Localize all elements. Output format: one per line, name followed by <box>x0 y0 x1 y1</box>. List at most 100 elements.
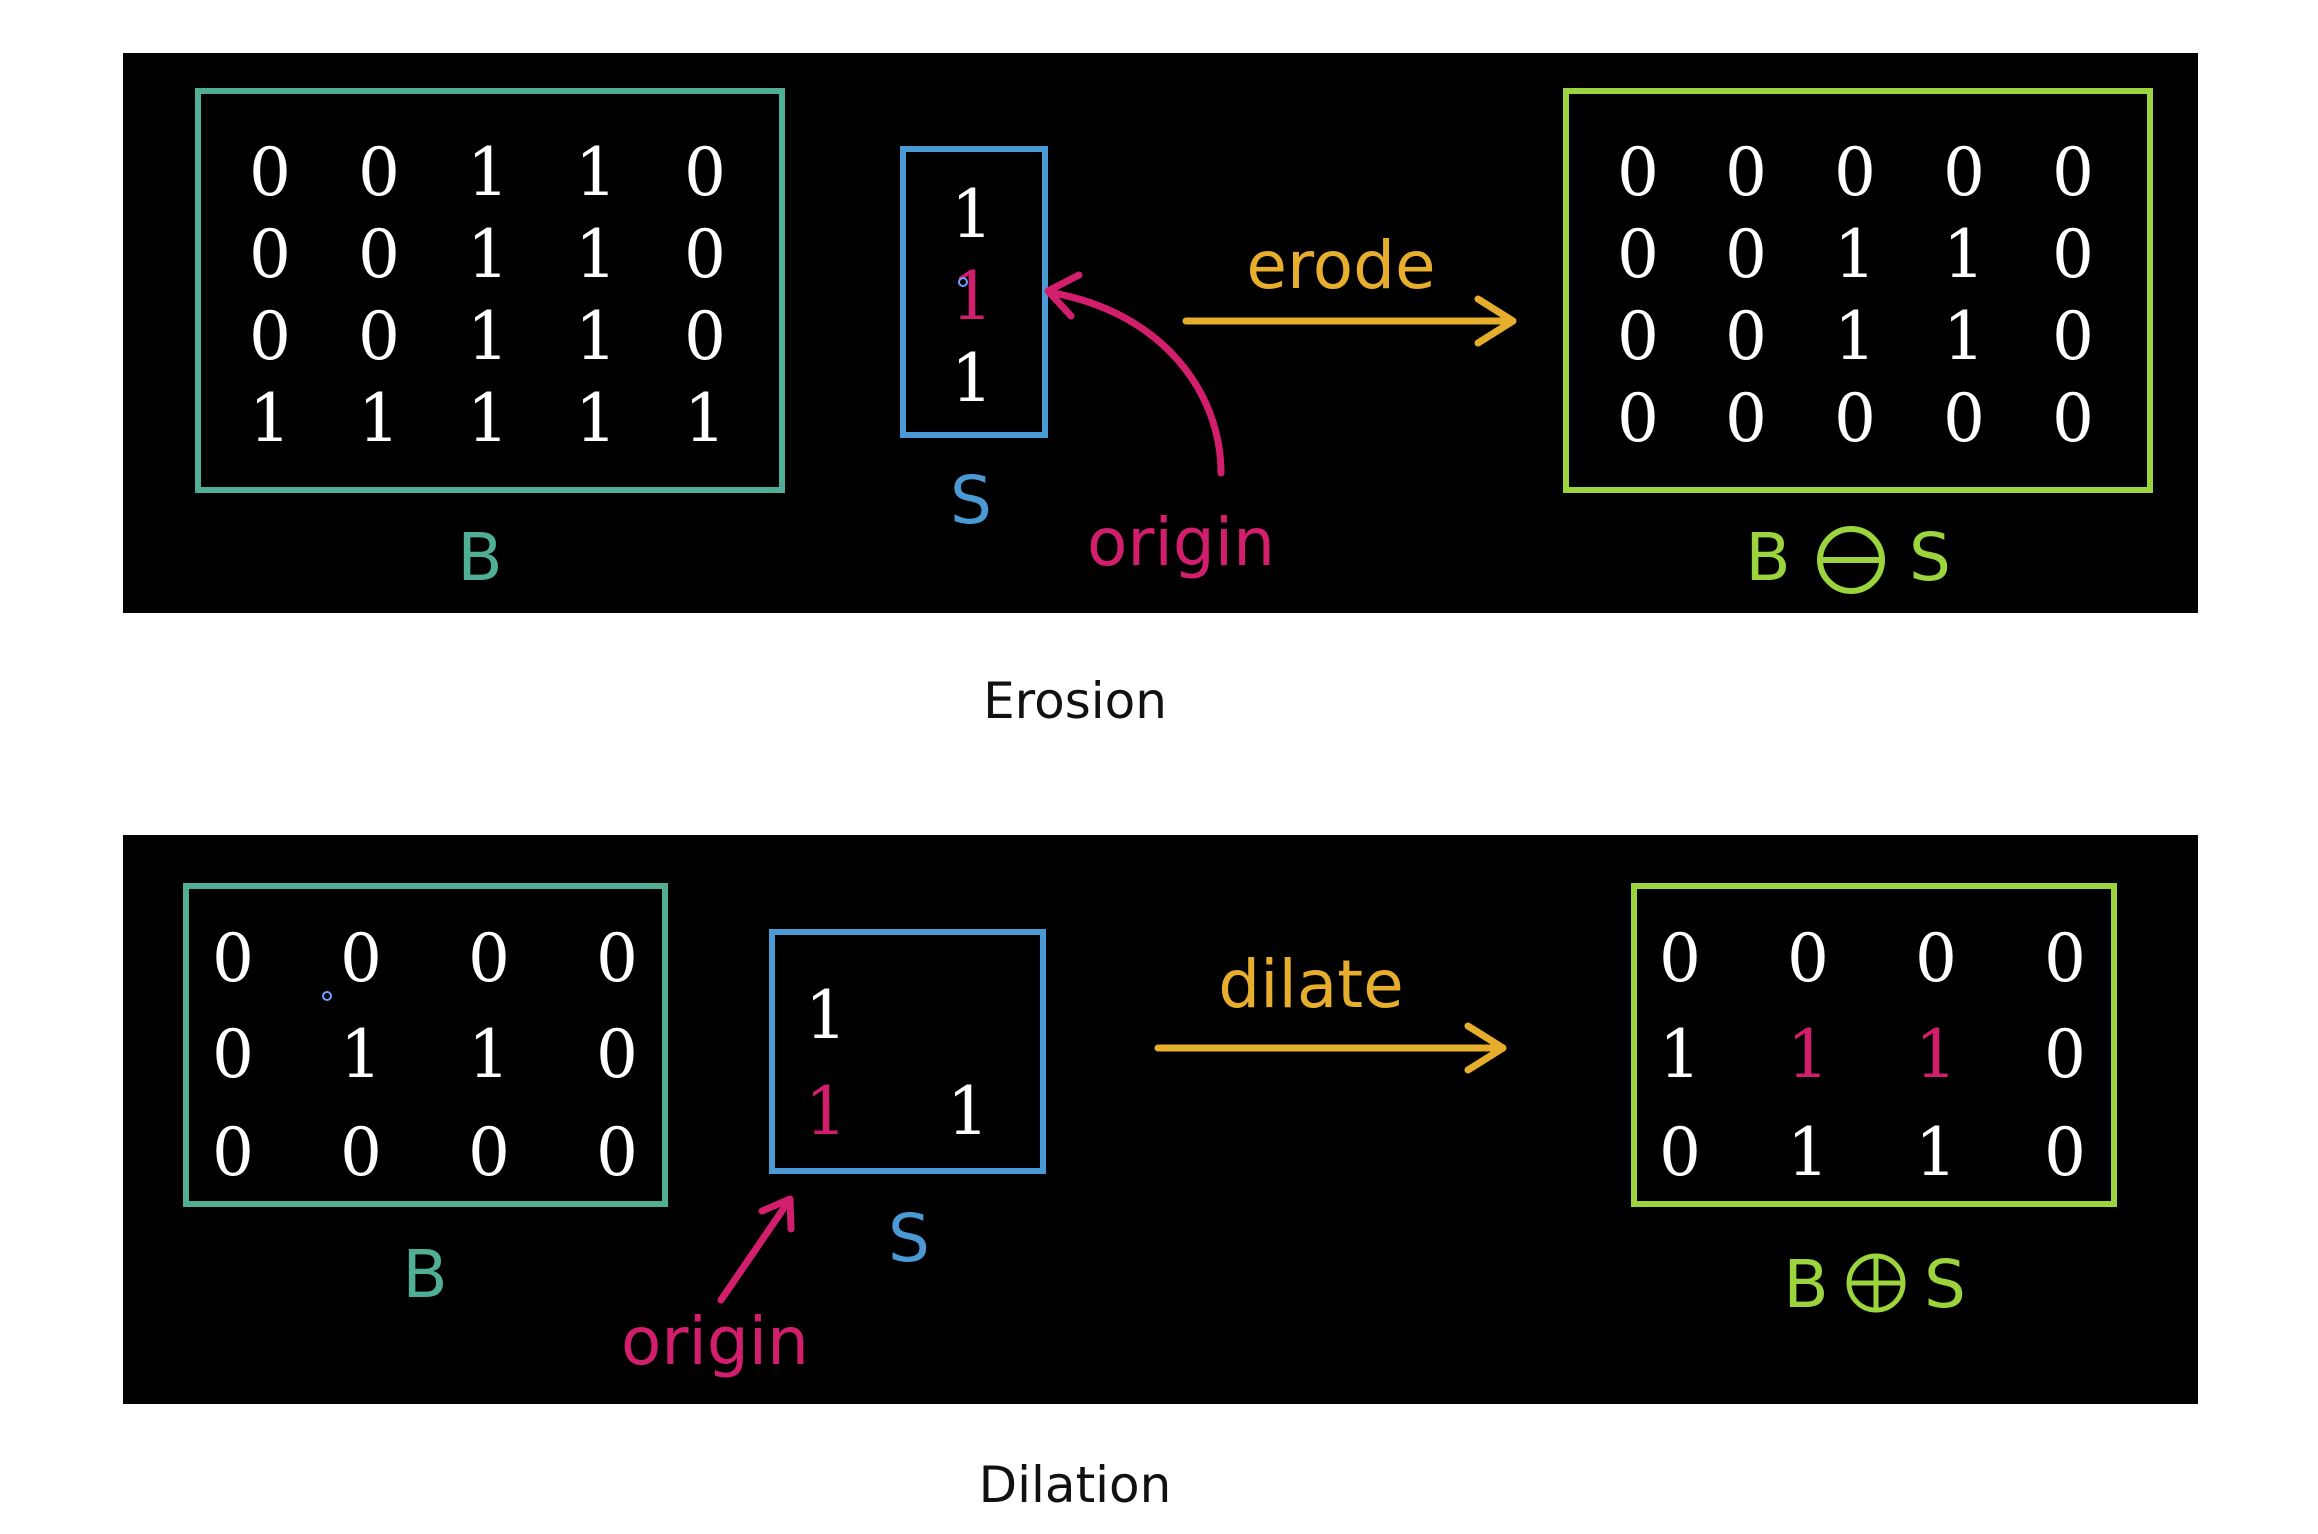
dilate-label: dilate <box>1218 946 1404 1023</box>
circled-plus-icon <box>1846 1253 1906 1313</box>
erosion-origin-marker <box>958 277 968 287</box>
dilate-arrow <box>1154 1022 1507 1074</box>
dilation-caption: Dilation <box>978 1456 1172 1514</box>
matrix-cell: 0 <box>2044 920 2086 997</box>
matrix-cell: 0 <box>596 920 638 997</box>
matrix-cell: 1 <box>684 380 726 457</box>
matrix-cell: 0 <box>596 1114 638 1191</box>
matrix-cell: 1 <box>575 216 617 293</box>
matrix-cell: 0 <box>2044 1114 2086 1191</box>
matrix-cell: 1 <box>467 380 509 457</box>
matrix-cell: 1 <box>1787 1016 1829 1093</box>
matrix-cell: 0 <box>1617 134 1659 211</box>
matrix-cell: 0 <box>1943 380 1985 457</box>
matrix-cell: 1 <box>467 134 509 211</box>
erosion-overlay <box>958 271 1885 594</box>
matrix-cell: 0 <box>2044 1016 2086 1093</box>
matrix-cell: 0 <box>1943 134 1985 211</box>
matrix-cell: 0 <box>684 216 726 293</box>
erosion-result-label-s: S <box>1909 519 1951 596</box>
erosion-origin-pointer-arrow <box>1044 271 1225 477</box>
matrix-cell: 0 <box>1787 920 1829 997</box>
matrix-cell: 0 <box>249 216 291 293</box>
matrix-cell: 0 <box>2052 298 2094 375</box>
matrix-cell: 0 <box>358 298 400 375</box>
matrix-cell: 0 <box>249 134 291 211</box>
matrix-cell: 0 <box>1725 216 1767 293</box>
matrix-cell: 0 <box>468 920 510 997</box>
erosion-caption: Erosion <box>983 672 1167 730</box>
dilation-origin-pointer-arrow <box>717 1195 795 1304</box>
matrix-cell: 0 <box>1617 298 1659 375</box>
dilation-structuring-element-box <box>769 929 1046 1174</box>
matrix-cell: 1 <box>575 380 617 457</box>
matrix-cell: 0 <box>684 134 726 211</box>
matrix-cell: 0 <box>1725 380 1767 457</box>
dilation-input-label: B <box>402 1236 448 1313</box>
matrix-cell: 0 <box>2052 134 2094 211</box>
matrix-cell: 0 <box>1834 134 1876 211</box>
matrix-cell: 1 <box>358 380 400 457</box>
matrix-cell: 1 <box>467 298 509 375</box>
erode-arrow <box>1182 295 1517 347</box>
matrix-cell: 0 <box>340 1114 382 1191</box>
matrix-cell: 0 <box>1915 920 1957 997</box>
matrix-cell: 1 <box>1787 1114 1829 1191</box>
matrix-cell: 0 <box>596 1016 638 1093</box>
matrix-cell: 1 <box>951 340 993 417</box>
dilation-result-label-s: S <box>1924 1246 1966 1323</box>
matrix-cell: 0 <box>684 298 726 375</box>
dilation-input-matrix-box <box>183 883 668 1207</box>
matrix-cell: 1 <box>468 1016 510 1093</box>
matrix-cell: 1 <box>951 176 993 253</box>
matrix-cell: 1 <box>1659 1016 1701 1093</box>
matrix-cell: 1 <box>1915 1016 1957 1093</box>
matrix-cell: 1 <box>1834 298 1876 375</box>
matrix-cell: 0 <box>249 298 291 375</box>
matrix-cell: 1 <box>951 258 993 335</box>
erosion-input-label: B <box>457 519 503 596</box>
matrix-cell: 1 <box>249 380 291 457</box>
erosion-input-matrix-box <box>195 88 785 493</box>
matrix-cell: 0 <box>1725 298 1767 375</box>
dilation-origin-label: origin <box>621 1303 809 1380</box>
matrix-cell: 1 <box>805 977 847 1054</box>
matrix-cell: 1 <box>575 134 617 211</box>
matrix-cell: 0 <box>2052 216 2094 293</box>
matrix-cell: 0 <box>212 1016 254 1093</box>
dilation-result-label-b: B <box>1783 1246 1829 1323</box>
matrix-cell: 0 <box>358 216 400 293</box>
circled-minus-icon <box>1817 526 1885 594</box>
matrix-cell: 0 <box>1659 1114 1701 1191</box>
matrix-cell: 1 <box>1943 298 1985 375</box>
erosion-result-label-b: B <box>1745 519 1791 596</box>
erosion-origin-label: origin <box>1087 504 1275 581</box>
matrix-cell: 1 <box>575 298 617 375</box>
matrix-cell: 1 <box>1834 216 1876 293</box>
dilation-result-matrix-box <box>1631 883 2117 1207</box>
matrix-cell: 1 <box>947 1073 989 1150</box>
matrix-cell: 0 <box>212 1114 254 1191</box>
matrix-cell: 1 <box>805 1073 847 1150</box>
dilation-marker-dot <box>322 991 332 1001</box>
matrix-cell: 0 <box>1617 216 1659 293</box>
matrix-cell: 0 <box>1659 920 1701 997</box>
matrix-cell: 0 <box>358 134 400 211</box>
erosion-result-matrix-box <box>1563 88 2153 493</box>
erosion-structuring-label: S <box>950 462 992 539</box>
matrix-cell: 0 <box>1725 134 1767 211</box>
matrix-cell: 1 <box>467 216 509 293</box>
matrix-cell: 0 <box>1834 380 1876 457</box>
matrix-cell: 0 <box>1617 380 1659 457</box>
matrix-cell: 0 <box>340 920 382 997</box>
dilation-structuring-label: S <box>888 1200 930 1277</box>
matrix-cell: 0 <box>468 1114 510 1191</box>
dilation-overlay <box>322 991 1906 1313</box>
erode-label: erode <box>1246 227 1436 304</box>
matrix-cell: 0 <box>212 920 254 997</box>
matrix-cell: 0 <box>2052 380 2094 457</box>
matrix-cell: 1 <box>1943 216 1985 293</box>
matrix-cell: 1 <box>340 1016 382 1093</box>
